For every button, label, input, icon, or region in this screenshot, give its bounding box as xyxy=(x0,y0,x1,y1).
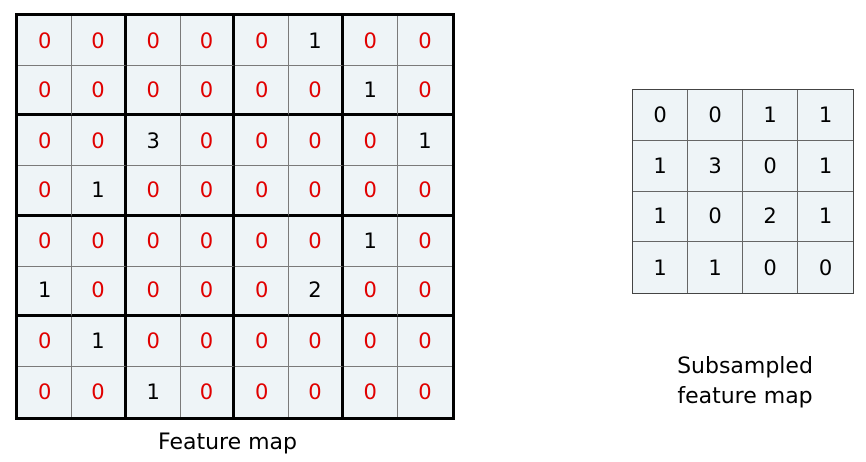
feature-map-cell: 0 xyxy=(18,366,73,417)
feature-map-cell: 0 xyxy=(72,16,127,67)
feature-map-cell: 0 xyxy=(397,316,452,367)
subsampled-map-cell: 0 xyxy=(818,255,833,280)
subsampled-map-cell: 1 xyxy=(743,90,798,141)
feature-map-cell: 0 xyxy=(126,266,181,317)
subsampled-map-cell: 2 xyxy=(743,191,798,243)
feature-map-cell: 0 xyxy=(235,316,290,367)
feature-map-cell: 1 xyxy=(289,16,344,67)
feature-map-cell: 0 xyxy=(126,16,181,67)
subsampled-map-cell: 3 xyxy=(688,140,743,192)
feature-map-cell: 1 xyxy=(72,166,127,217)
subsampled-map-cell: 1 xyxy=(798,141,853,192)
feature-map-cell: 0 xyxy=(180,366,235,417)
feature-map-cell: 0 xyxy=(289,116,344,167)
feature-map-cell: 0 xyxy=(126,216,181,267)
feature-map-caption: Feature map xyxy=(158,430,298,455)
feature-map-cell: 0 xyxy=(126,166,181,217)
feature-map-cell: 0 xyxy=(180,16,235,67)
subsampled-map-cell: 0 xyxy=(743,242,798,293)
feature-map-cell: 0 xyxy=(72,266,127,317)
feature-map-cell: 0 xyxy=(289,66,344,117)
feature-map-cell: 0 xyxy=(180,216,235,267)
subsampled-map-cell: 1 xyxy=(633,191,688,243)
subsampled-map-cell: 0 xyxy=(688,90,743,141)
feature-map-cell: 0 xyxy=(180,116,235,167)
subsampled-caption-line1: Subsampled xyxy=(677,354,813,379)
feature-map-cell: 0 xyxy=(180,166,235,217)
feature-map-cell: 1 xyxy=(18,266,73,317)
feature-map-cell: 0 xyxy=(397,266,452,317)
feature-map-cell: 0 xyxy=(235,16,290,67)
feature-map-cell: 1 xyxy=(343,66,398,117)
feature-map-cell: 0 xyxy=(343,366,398,417)
subsampled-map-cell: 0 xyxy=(688,191,743,243)
subsampled-map-cell: 1 xyxy=(798,90,853,141)
feature-map-cell: 0 xyxy=(18,216,73,267)
feature-map-cell: 0 xyxy=(72,216,127,267)
feature-map-cell: 0 xyxy=(72,366,127,417)
feature-map-cell: 2 xyxy=(289,266,344,317)
feature-map-cell: 1 xyxy=(397,116,452,167)
feature-map-cell: 0 xyxy=(180,316,235,367)
feature-map-cell: 0 xyxy=(18,166,73,217)
feature-map-cell: 0 xyxy=(18,316,73,367)
subsampled-map-caption: Subsampled feature map xyxy=(660,352,830,412)
feature-map-cell: 0 xyxy=(289,366,344,417)
feature-map-cell: 0 xyxy=(397,16,452,67)
feature-map-cell: 0 xyxy=(289,166,344,217)
feature-map-cell: 0 xyxy=(343,316,398,367)
subsampled-map-cell: 1 xyxy=(688,242,743,293)
feature-map-cell: 0 xyxy=(397,216,452,267)
feature-map-cell: 0 xyxy=(397,166,452,217)
subsampled-map-cell: 1 xyxy=(633,242,688,293)
feature-map-cell: 0 xyxy=(235,366,290,417)
feature-map-cell: 0 xyxy=(397,366,452,417)
subsampled-map-cell: 1 xyxy=(798,192,853,243)
feature-map-cell: 0 xyxy=(343,116,398,167)
feature-map-cell: 0 xyxy=(343,16,398,67)
feature-map-cell: 0 xyxy=(18,66,73,117)
feature-map-cell: 0 xyxy=(235,166,290,217)
feature-map-cell: 0 xyxy=(235,216,290,267)
feature-map-cell: 1 xyxy=(126,366,181,417)
subsampled-map-cell: 0 xyxy=(633,90,688,141)
feature-map-cell: 0 xyxy=(235,266,290,317)
feature-map-cell: 3 xyxy=(126,116,181,167)
feature-map-cell: 0 xyxy=(18,116,73,167)
feature-map-cell: 0 xyxy=(180,66,235,117)
feature-map-cell: 0 xyxy=(343,166,398,217)
feature-map-cell: 0 xyxy=(397,66,452,117)
feature-map-cell: 0 xyxy=(235,116,290,167)
feature-map-cell: 0 xyxy=(343,266,398,317)
subsampled-map-cell: 1 xyxy=(633,140,688,192)
feature-map-cell: 0 xyxy=(126,316,181,367)
feature-map-cell: 0 xyxy=(235,66,290,117)
feature-map-cell: 0 xyxy=(180,266,235,317)
feature-map-cell: 0 xyxy=(126,66,181,117)
subsampled-caption-line2: feature map xyxy=(677,384,813,409)
feature-map-cell: 1 xyxy=(343,216,398,267)
subsampled-map-cell: 0 xyxy=(743,140,798,192)
feature-map-cell: 0 xyxy=(289,316,344,367)
feature-map-cell: 1 xyxy=(72,316,127,367)
feature-map-cell: 0 xyxy=(72,66,127,117)
feature-map-cell: 0 xyxy=(72,116,127,167)
feature-map-cell: 0 xyxy=(289,216,344,267)
feature-map-cell: 0 xyxy=(18,16,73,67)
